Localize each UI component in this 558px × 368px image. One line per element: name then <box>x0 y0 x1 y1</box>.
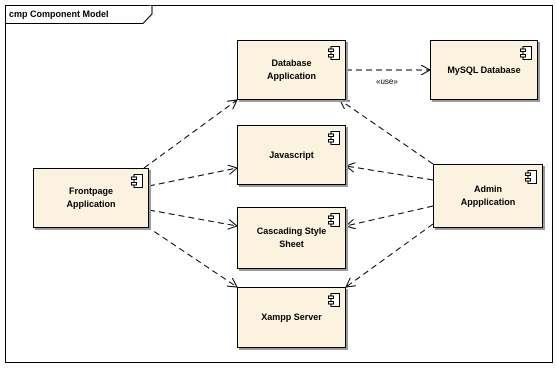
dependency-frontpage-to-xampp <box>145 225 237 287</box>
component-label: Javascript <box>269 149 314 160</box>
component-label: Frontpage Application <box>66 186 116 209</box>
component-label: Cascading Style Sheet <box>256 226 327 249</box>
component-icon <box>525 170 537 184</box>
javascript-component[interactable]: Javascript <box>237 125 346 185</box>
frame-name-tab <box>5 5 153 24</box>
frontpage-application-component[interactable]: Frontpage Application <box>33 168 149 228</box>
dependency-frontpage-to-database <box>143 100 237 169</box>
component-icon <box>328 213 340 227</box>
dependency-admin-to-javascript <box>346 166 434 181</box>
admin-application-component[interactable]: Admin Appplication <box>433 164 543 228</box>
component-icon <box>328 131 340 145</box>
dependency-admin-to-database <box>340 100 434 165</box>
component-label: MySQL Database <box>447 64 521 75</box>
component-label: Admin Appplication <box>460 184 516 207</box>
xampp-server-component[interactable]: Xampp Server <box>237 287 346 348</box>
dependency-admin-to-xampp <box>346 223 434 287</box>
component-icon <box>131 174 143 188</box>
frame-title: cmp Component Model <box>9 9 109 19</box>
component-icon <box>328 46 340 60</box>
mysql-database-component[interactable]: MySQL Database <box>430 40 538 100</box>
dependency-frontpage-to-css <box>148 209 237 226</box>
component-label: Xampp Server <box>261 312 322 322</box>
use-stereotype-label: «use» <box>376 77 398 86</box>
component-icon <box>520 46 532 60</box>
database-application-component[interactable]: Database Application <box>237 40 346 100</box>
cascading-style-sheet-component[interactable]: Cascading Style Sheet <box>237 207 346 269</box>
component-icon <box>328 293 340 307</box>
dependency-admin-to-css <box>346 205 434 226</box>
dependency-frontpage-to-javascript <box>148 168 237 187</box>
component-label: Database Application <box>267 58 316 81</box>
